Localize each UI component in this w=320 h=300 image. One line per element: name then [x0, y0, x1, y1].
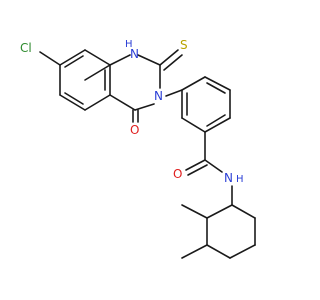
nh-hydrogen-atom: H	[125, 39, 133, 50]
bond	[206, 114, 226, 127]
bond	[84, 49, 111, 66]
structure-canvas: Cl H N S N O O N H	[20, 38, 256, 259]
amide-nitrogen-atom: N	[224, 171, 233, 185]
ring-carbonyl-oxygen-atom: O	[130, 123, 139, 137]
bond	[134, 103, 155, 111]
bond	[204, 117, 231, 133]
bond	[231, 204, 256, 219]
bond	[187, 164, 208, 176]
amide-oxygen-atom: O	[173, 167, 182, 181]
bond	[159, 49, 179, 66]
bond	[64, 55, 84, 68]
bond	[181, 244, 208, 259]
bond	[206, 82, 226, 94]
atom-labels: Cl H N S N O O N H	[20, 38, 244, 185]
bond	[163, 54, 183, 71]
sulfur-atom: S	[180, 38, 188, 52]
bond	[64, 92, 84, 105]
bond	[204, 76, 231, 91]
nh-nitrogen-atom: N	[130, 47, 139, 61]
bond	[109, 94, 136, 111]
bond	[59, 49, 86, 66]
bond	[109, 54, 131, 66]
bond	[181, 117, 206, 133]
bond	[39, 51, 61, 66]
bond	[204, 159, 223, 173]
bond	[206, 244, 231, 259]
ring-nitrogen-atom: N	[154, 89, 163, 103]
bond	[165, 89, 183, 97]
bond	[84, 64, 111, 81]
bond	[181, 204, 208, 219]
amide-hydrogen-atom: H	[236, 174, 244, 185]
chlorine-atom: Cl	[20, 41, 32, 55]
bond	[229, 244, 256, 259]
bond	[206, 204, 233, 219]
bond	[137, 54, 161, 66]
molecule-structure: Cl H N S N O O N H	[20, 38, 256, 259]
bond	[59, 94, 86, 111]
bond	[185, 159, 206, 171]
bond	[84, 94, 111, 111]
bond	[181, 76, 206, 91]
bonds	[39, 49, 256, 259]
